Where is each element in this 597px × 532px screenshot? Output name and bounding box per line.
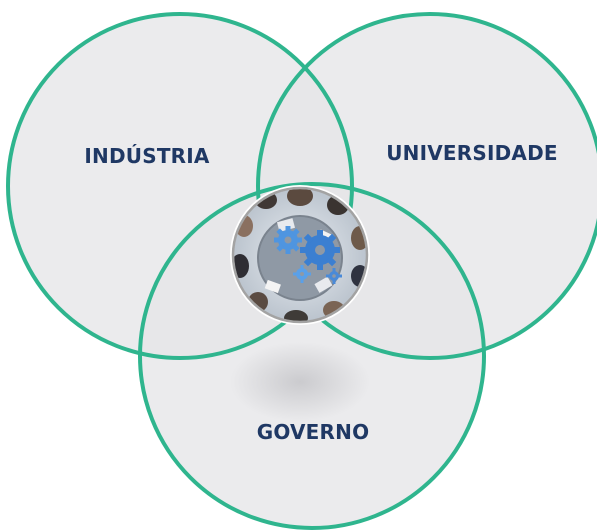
gear-small-icon — [293, 265, 311, 283]
gear-medium-icon — [274, 226, 302, 254]
gear-tiny-icon — [326, 268, 342, 284]
shade-blob — [230, 342, 370, 422]
circle-industria-outline — [6, 12, 354, 360]
circle-governo-outline — [138, 182, 486, 530]
team-meeting-gears-icon — [230, 185, 370, 325]
gear-large-icon — [300, 230, 340, 270]
label-industria: INDÚSTRIA — [84, 144, 210, 168]
label-governo: GOVERNO — [256, 420, 370, 444]
circle-fills — [8, 14, 597, 528]
circle-universidade-outline — [256, 12, 597, 360]
circle-outlines — [6, 12, 597, 530]
label-universidade: UNIVERSIDADE — [386, 141, 558, 165]
